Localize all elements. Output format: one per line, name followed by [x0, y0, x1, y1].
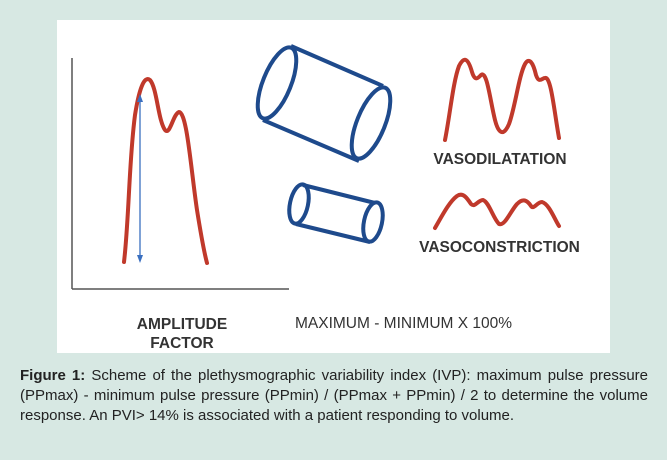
- vasoconstriction-label: VASOCONSTRICTION: [419, 239, 580, 256]
- figure-caption: Figure 1: Scheme of the plethysmographic…: [20, 366, 648, 426]
- plot-axes: [71, 58, 289, 290]
- vasoconstriction-waveform: [433, 192, 561, 230]
- vasodilatation-label: VASODILATATION: [433, 151, 567, 168]
- figure-number: Figure 1:: [20, 367, 86, 384]
- formula-label: MAXIMUM - MINIMUM X 100%: [295, 315, 513, 332]
- vasodilatation-waveform: [443, 57, 561, 142]
- amplitude-arrow: [137, 94, 143, 263]
- diagram-graphic: [71, 44, 561, 290]
- amplitude-factor-label: AMPLITUDE FACTOR: [122, 315, 242, 353]
- factor-label: FACTOR: [150, 335, 214, 352]
- amplitude-label: AMPLITUDE: [136, 316, 228, 333]
- figure-panel: VASODILATATION VASOCONSTRICTION AMPLITUD…: [57, 20, 610, 353]
- caption-text: Scheme of the plethysmographic variabili…: [20, 367, 649, 424]
- amplitude-waveform: [122, 77, 209, 265]
- small-cylinder-icon: [287, 182, 385, 244]
- large-cylinder-icon: [255, 44, 393, 163]
